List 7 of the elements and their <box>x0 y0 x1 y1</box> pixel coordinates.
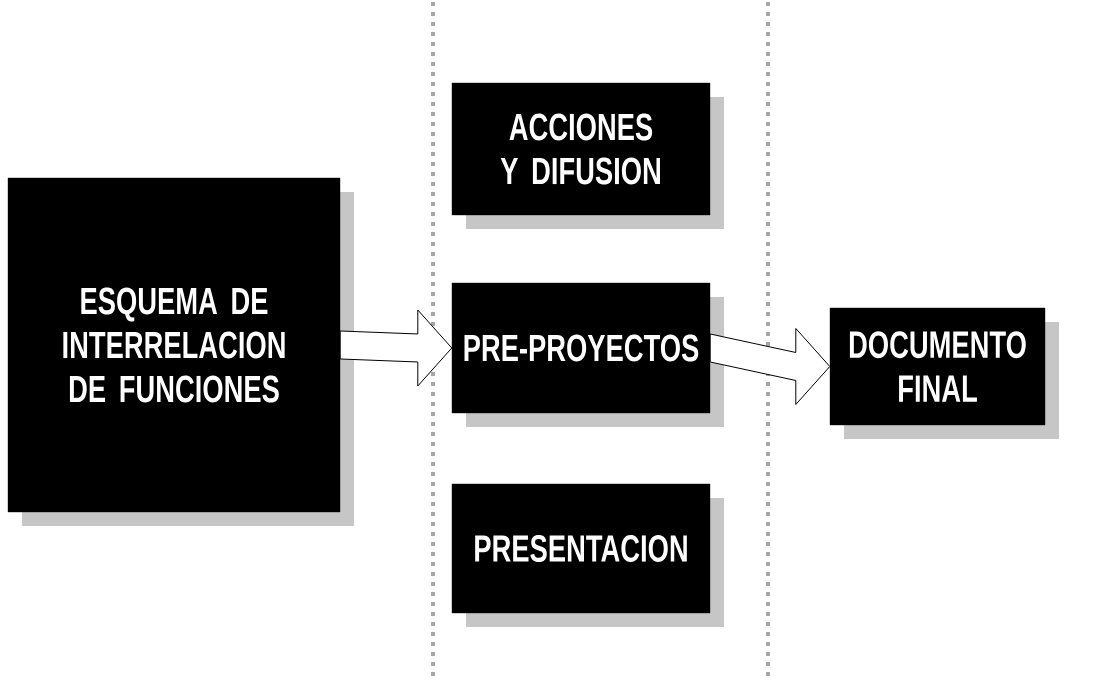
process-box: PRE-PROYECTOS <box>451 282 724 427</box>
process-box: DOCUMENTO FINAL <box>829 307 1059 439</box>
process-box: ACCIONES Y DIFUSION <box>451 82 724 229</box>
process-box: PRESENTACION <box>451 483 724 627</box>
block-arrow <box>339 309 453 387</box>
process-box: ESQUEMA DE INTERRELACION DE FUNCIONES <box>7 177 354 526</box>
block-arrow <box>709 328 831 405</box>
